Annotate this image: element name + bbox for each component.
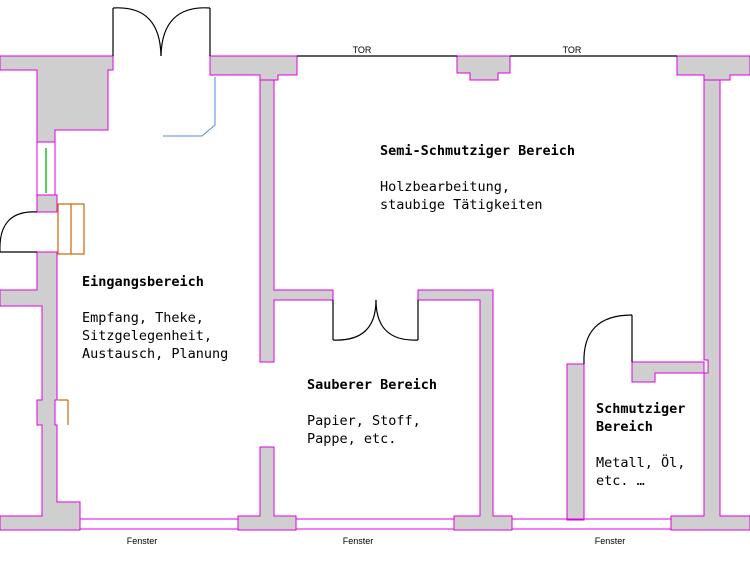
window-label-left: Fenster: [127, 536, 158, 546]
entrance-line1: Empfang, Theke,: [82, 310, 204, 326]
window-label-mid: Fenster: [343, 536, 374, 546]
dirty-title-1: Schmutziger: [596, 401, 685, 417]
semi-dirty-line2: staubige Tätigkeiten: [380, 197, 543, 213]
entrance-door: [112, 7, 211, 57]
window-bottom-mid: [295, 518, 455, 530]
window-bottom-left: [79, 518, 239, 530]
wall-top-right: [676, 55, 750, 81]
wall-dirty-top: [631, 361, 705, 383]
window-label-right: Fenster: [595, 536, 626, 546]
clean-title: Sauberer Bereich: [307, 377, 437, 393]
dirty-line1: Metall, Öl,: [596, 453, 685, 471]
annotation-blue-line: [163, 77, 216, 137]
entrance-line2: Sitzgelegenheit,: [82, 328, 212, 344]
entrance-title: Eingangsbereich: [82, 274, 204, 290]
semi-dirty-title: Semi-Schmutziger Bereich: [380, 143, 575, 159]
wall-top-center-pillar: [456, 55, 511, 81]
shelf-orange: [57, 203, 85, 255]
wall-top-center-left: [209, 55, 298, 81]
dirty-line2: etc. …: [596, 473, 645, 489]
clean-line2: Pappe, etc.: [307, 431, 396, 447]
semi-dirty-line1: Holzbearbeitung,: [380, 179, 510, 195]
wall-divider-vertical: [259, 79, 334, 363]
clean-room-door: [332, 299, 419, 341]
entrance-line3: Austausch, Planung: [82, 346, 228, 362]
wall-top-left: [0, 55, 114, 143]
window-bottom-right: [511, 518, 672, 530]
side-door-left: [0, 211, 38, 253]
clean-line1: Papier, Stoff,: [307, 413, 421, 429]
dirty-title-2: Bereich: [596, 419, 653, 435]
gate-label-right: TOR: [563, 45, 582, 55]
wall-dirty-left: [566, 363, 585, 521]
wall-clean-top-right: [417, 289, 513, 531]
wall-divider-lower: [237, 446, 297, 531]
wall-right: [670, 79, 750, 531]
dirty-room-door: [583, 314, 633, 365]
gate-label-left: TOR: [353, 45, 372, 55]
wall-left-mid: [36, 194, 58, 213]
wall-left-upper-frame: [36, 142, 56, 195]
wall-left-lower: [0, 251, 81, 531]
